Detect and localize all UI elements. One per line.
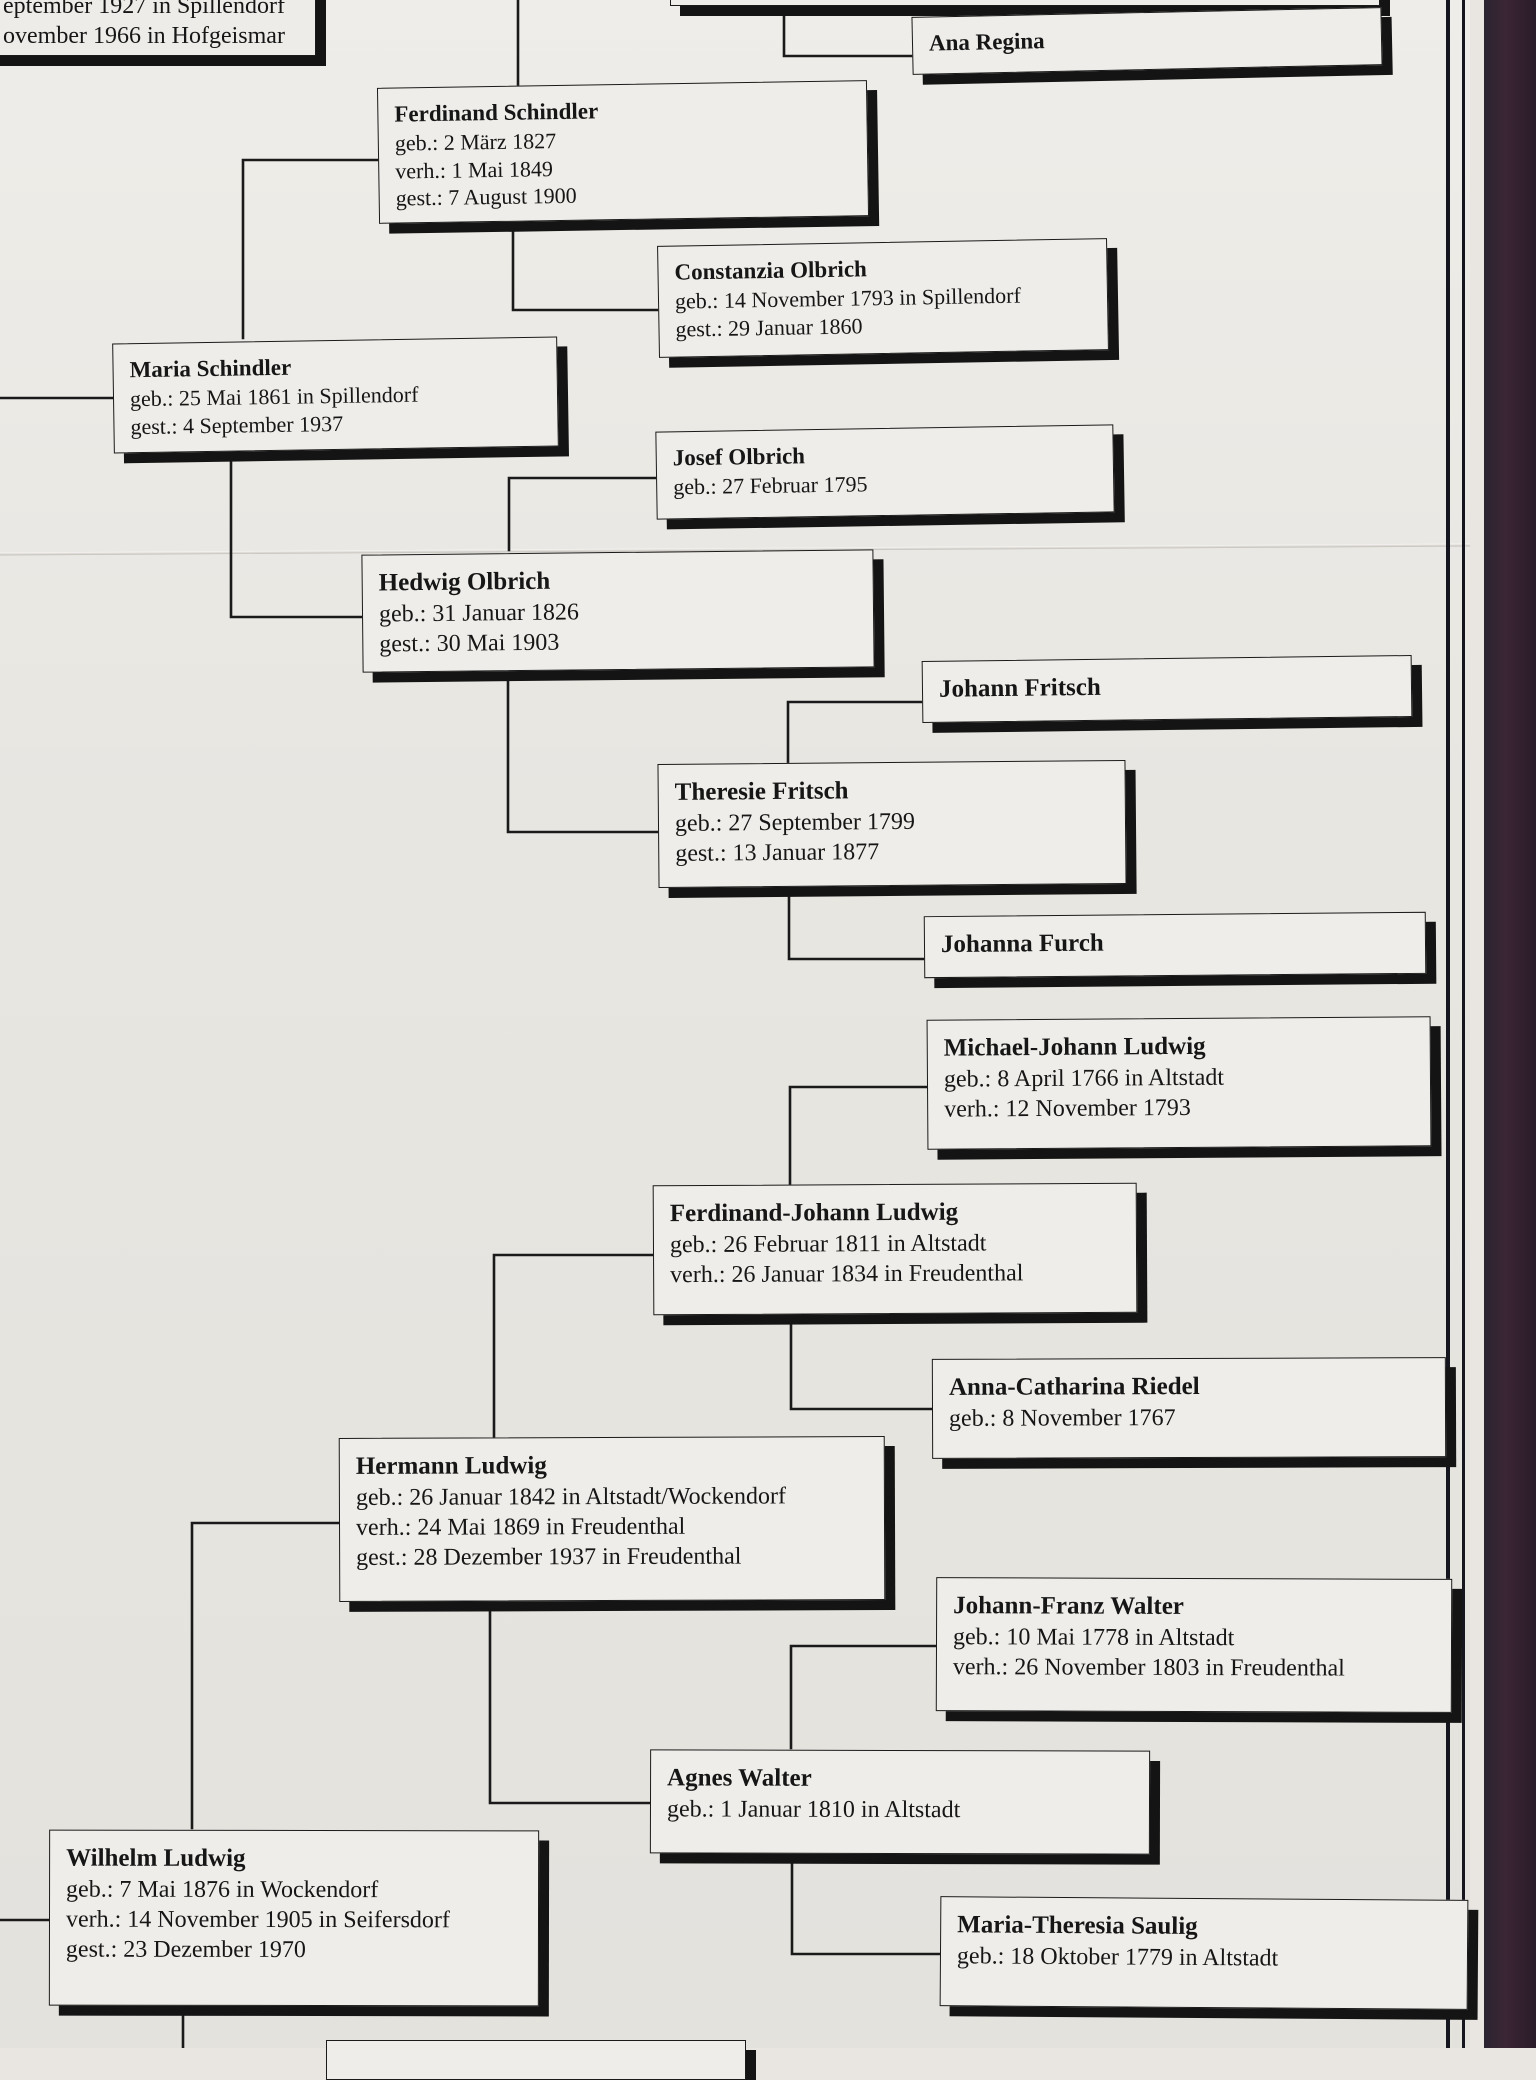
person-box-line: gest.: 4 September 1937 <box>130 410 344 439</box>
person-box-agnes-walter: Agnes Walter geb.: 1 Januar 1810 in Alts… <box>649 1749 1151 1855</box>
person-box-hermann-ludwig: Hermann Ludwig geb.: 26 Januar 1842 in A… <box>338 1436 886 1602</box>
person-box-line: verh.: 14 November 1905 in Seifersdorf <box>65 1906 450 1934</box>
connector-agnes-to-johann-franz <box>789 1644 938 1750</box>
person-box-top-left-partial: eptember 1927 in Spillendorf ovember 196… <box>0 0 316 56</box>
person-box-line: gest.: 7 August 1900 <box>395 183 577 211</box>
person-box-line: geb.: 8 April 1766 in Altstadt <box>943 1064 1225 1093</box>
person-box-line: geb.: 26 Februar 1811 in Altstadt <box>669 1230 987 1258</box>
person-name: Johann Fritsch <box>938 673 1101 703</box>
person-box-line: geb.: 10 Mai 1778 in Altstadt <box>952 1623 1235 1651</box>
connector-hedwig-to-josef <box>507 476 658 552</box>
person-box-line: ovember 1966 in Hofgeismar <box>3 23 285 50</box>
connector-maria-to-hedwig <box>229 450 364 619</box>
person-box-maria-schindler: Maria Schindler geb.: 25 Mai 1861 in Spi… <box>112 336 559 454</box>
person-box-wilhelm-ludwig: Wilhelm Ludwig geb.: 7 Mai 1876 in Wocke… <box>48 1829 540 2007</box>
connector-maria-to-ferdinand <box>241 158 380 340</box>
connector-ferdinand-to-constanzia <box>511 220 660 312</box>
person-box-line: gest.: 13 Januar 1877 <box>675 838 880 867</box>
connector-ferdinand-johann-to-anna <box>789 1313 934 1411</box>
person-box-line: geb.: 1 Januar 1810 in Altstadt <box>666 1795 961 1823</box>
person-box-line: eptember 1927 in Spillendorf <box>3 0 285 19</box>
person-box-line: gest.: 23 Dezember 1970 <box>65 1936 306 1963</box>
person-box-line: geb.: 27 September 1799 <box>674 808 916 837</box>
connector-hedwig-to-theresie <box>506 668 660 834</box>
person-box-constanzia-olbrich: Constanzia Olbrich geb.: 14 November 179… <box>657 238 1109 358</box>
person-name: Hedwig Olbrich <box>378 567 551 597</box>
person-box-line: geb.: 8 November 1767 <box>948 1404 1176 1432</box>
person-box-line: geb.: 18 Oktober 1779 in Altstadt <box>956 1942 1279 1972</box>
person-name: Hermann Ludwig <box>355 1452 547 1480</box>
connector-top-right-to-ana <box>782 0 914 58</box>
connector-hermann-to-agnes <box>488 1600 652 1805</box>
person-box-theresie-fritsch: Theresie Fritsch geb.: 27 September 1799… <box>657 759 1127 889</box>
person-box-ferdinand-johann-ludwig: Ferdinand-Johann Ludwig geb.: 26 Februar… <box>652 1182 1138 1316</box>
person-name: Anna-Catharina Riedel <box>948 1372 1200 1401</box>
person-box-michael-johann-ludwig: Michael-Johann Ludwig geb.: 8 April 1766… <box>926 1016 1432 1150</box>
connector-ferdinand-johann-to-michael <box>788 1085 929 1186</box>
person-box-line: verh.: 26 Januar 1834 in Freudenthal <box>670 1260 1024 1288</box>
person-name: Johann-Franz Walter <box>953 1592 1184 1620</box>
person-box-line: gest.: 30 Mai 1903 <box>379 629 560 658</box>
person-box-line: verh.: 24 Mai 1869 in Freudenthal <box>355 1513 686 1541</box>
person-name: Maria-Theresia Saulig <box>957 1911 1198 1940</box>
person-box-hedwig-olbrich: Hedwig Olbrich geb.: 31 Januar 1826 gest… <box>361 549 875 673</box>
person-box-johann-franz-walter: Johann-Franz Walter geb.: 10 Mai 1778 in… <box>935 1577 1453 1713</box>
binder-rule <box>1446 0 1450 2048</box>
person-box-anna-catharina-riedel: Anna-Catharina Riedel geb.: 8 November 1… <box>931 1357 1447 1459</box>
person-box-line: verh.: 12 November 1793 <box>944 1094 1191 1123</box>
person-name: Ferdinand-Johann Ludwig <box>669 1198 959 1228</box>
person-box-bottom-partial <box>326 2040 746 2080</box>
person-box-line: geb.: 27 Februar 1795 <box>673 471 868 500</box>
person-box-line: geb.: 26 Januar 1842 in Altstadt/Wockend… <box>355 1482 786 1511</box>
person-box-johanna-furch: Johanna Furch <box>923 911 1427 979</box>
binder-rule-inner <box>1462 0 1465 2048</box>
person-box-line: geb.: 31 Januar 1826 <box>378 598 580 628</box>
person-box-johann-fritsch: Johann Fritsch <box>921 655 1413 723</box>
binder-edge <box>1484 0 1536 2048</box>
connector-hermann-to-ferdinand-johann <box>492 1253 655 1439</box>
person-name: Ana Regina <box>928 28 1045 56</box>
person-box-top-right-partial <box>670 0 1380 6</box>
person-box-line: verh.: 26 November 1803 in Freudenthal <box>952 1653 1345 1682</box>
person-name: Agnes Walter <box>667 1764 812 1792</box>
person-name: Wilhelm Ludwig <box>66 1844 246 1872</box>
person-box-ferdinand-schindler: Ferdinand Schindler geb.: 2 März 1827 ve… <box>376 80 870 224</box>
person-name: Johanna Furch <box>940 929 1104 959</box>
connector-theresie-to-johann <box>786 700 924 764</box>
person-box-line: gest.: 28 Dezember 1937 in Freudenthal <box>356 1543 742 1571</box>
person-name: Michael-Johann Ludwig <box>943 1032 1206 1062</box>
person-box-josef-olbrich: Josef Olbrich geb.: 27 Februar 1795 <box>655 424 1115 520</box>
person-box-line: geb.: 7 Mai 1876 in Wockendorf <box>66 1876 379 1903</box>
person-box-ana-regina: Ana Regina <box>911 7 1383 75</box>
person-box-maria-theresia-saulig: Maria-Theresia Saulig geb.: 18 Oktober 1… <box>939 1896 1469 2010</box>
connector-theresie-to-johanna <box>787 883 926 961</box>
connector-agnes-to-maria-theresia <box>790 1858 942 1956</box>
person-name: Theresie Fritsch <box>674 777 849 806</box>
connector-wilhelm-to-hermann <box>190 1521 341 1830</box>
